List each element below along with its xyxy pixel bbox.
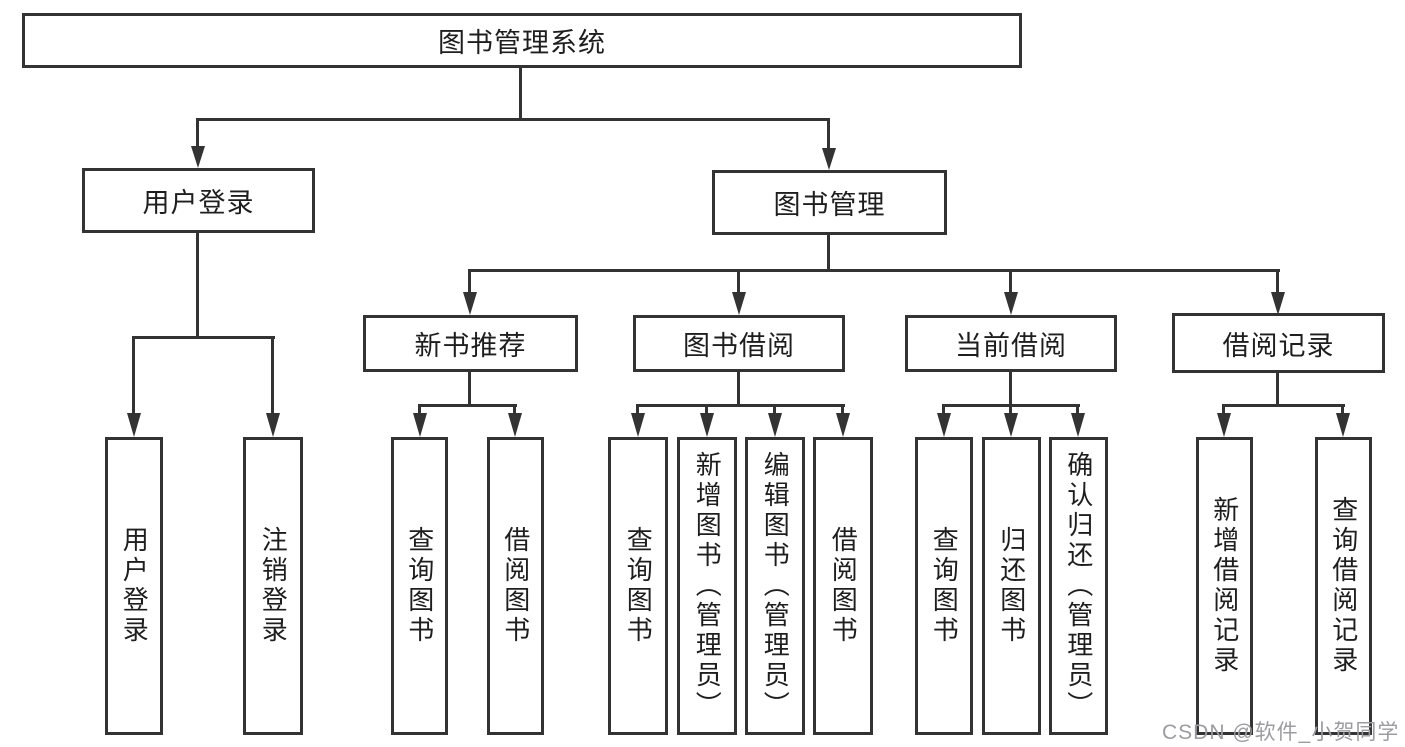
connector-line <box>133 336 275 339</box>
leaf-query-borrow-record: 查询借阅记录 <box>1315 437 1372 735</box>
connector-line <box>1009 404 1012 414</box>
node-borrowing-records-label: 借阅记录 <box>1222 330 1335 361</box>
node-new-book-recommend: 新书推荐 <box>363 315 578 372</box>
node-new-book-recommend-label: 新书推荐 <box>414 331 527 361</box>
connector-line <box>1222 404 1225 414</box>
connector-line <box>942 404 945 414</box>
connector-line <box>841 404 844 414</box>
leaf-query-borrow-record-label: 查询借阅记录 <box>1328 496 1359 676</box>
leaf-add-book-admin-label: 新增图书（管理员） <box>692 451 723 721</box>
connector-line <box>519 68 522 121</box>
node-book-borrowing: 图书借阅 <box>633 315 845 372</box>
arrowhead-down-icon <box>127 413 141 437</box>
connector-line <box>197 118 830 121</box>
arrowhead-down-icon <box>1336 413 1350 437</box>
csdn-watermark: CSDN @软件_小贺同学 <box>1162 721 1400 744</box>
leaf-return-book-label: 归还图书 <box>996 526 1027 646</box>
connector-line <box>637 404 845 407</box>
leaf-return-book: 归还图书 <box>982 437 1041 735</box>
node-borrowing-records: 借阅记录 <box>1172 313 1385 373</box>
leaf-add-borrow-record-label: 新增借阅记录 <box>1209 496 1240 676</box>
connector-line <box>1076 404 1079 414</box>
connector-line <box>468 269 471 293</box>
arrowhead-down-icon <box>1217 413 1231 437</box>
leaf-add-book-admin: 新增图书（管理员） <box>677 437 737 735</box>
leaf-query-books-2-label: 查询图书 <box>623 526 654 646</box>
connector-line <box>1009 269 1012 293</box>
connector-line <box>827 118 830 150</box>
connector-line <box>1276 373 1279 406</box>
node-book-management-label: 图书管理 <box>773 190 886 220</box>
node-user-login: 用户登录 <box>82 168 315 233</box>
node-user-login-label: 用户登录 <box>142 188 255 218</box>
node-root: 图书管理系统 <box>22 13 1022 68</box>
leaf-logout-label: 注销登录 <box>258 526 289 646</box>
leaf-borrow-books-1-label: 借阅图书 <box>500 526 531 646</box>
connector-line <box>636 404 639 414</box>
arrowhead-down-icon <box>413 413 427 437</box>
node-book-borrowing-label: 图书借阅 <box>683 331 795 361</box>
arrowhead-down-icon <box>1271 292 1285 315</box>
leaf-user-login: 用户登录 <box>105 437 163 735</box>
arrowhead-down-icon <box>1071 413 1085 437</box>
leaf-edit-book-admin: 编辑图书（管理员） <box>745 437 805 735</box>
leaf-borrow-books-2: 借阅图书 <box>813 437 873 735</box>
leaf-borrow-books-1: 借阅图书 <box>487 437 544 735</box>
connector-line <box>418 404 421 414</box>
arrowhead-down-icon <box>1004 292 1018 315</box>
connector-line <box>737 269 740 293</box>
arrowhead-down-icon <box>937 413 951 437</box>
connector-line <box>469 269 1280 272</box>
leaf-logout: 注销登录 <box>243 437 303 735</box>
leaf-confirm-return-admin-label: 确认归还（管理员） <box>1063 451 1094 721</box>
arrowhead-down-icon <box>191 146 205 168</box>
arrowhead-down-icon <box>463 292 477 315</box>
leaf-add-borrow-record: 新增借阅记录 <box>1196 437 1253 735</box>
connector-line <box>468 372 471 406</box>
arrowhead-down-icon <box>1004 413 1018 437</box>
arrowhead-down-icon <box>508 413 522 437</box>
node-current-borrowing: 当前借阅 <box>905 315 1117 372</box>
leaf-query-books-1-label: 查询图书 <box>404 526 435 646</box>
leaf-borrow-books-2-label: 借阅图书 <box>828 526 859 646</box>
connector-line <box>773 404 776 414</box>
node-root-label: 图书管理系统 <box>438 28 606 58</box>
connector-line <box>196 233 199 338</box>
arrowhead-down-icon <box>822 148 836 170</box>
connector-line <box>271 336 274 414</box>
leaf-query-books-2: 查询图书 <box>608 437 668 735</box>
connector-line <box>1223 404 1345 407</box>
connector-line <box>1276 269 1279 293</box>
leaf-user-login-label: 用户登录 <box>119 526 150 646</box>
connector-line <box>1341 404 1344 414</box>
leaf-query-books-1: 查询图书 <box>391 437 448 735</box>
connector-line <box>827 235 830 271</box>
connector-line <box>737 372 740 406</box>
arrowhead-down-icon <box>631 413 645 437</box>
connector-line <box>419 404 517 407</box>
arrowhead-down-icon <box>700 413 714 437</box>
arrowhead-down-icon <box>768 413 782 437</box>
arrowhead-down-icon <box>266 413 280 437</box>
connector-line <box>196 118 199 148</box>
connector-line <box>705 404 708 414</box>
node-book-management: 图书管理 <box>712 170 947 235</box>
connector-line <box>132 336 135 414</box>
leaf-confirm-return-admin: 确认归还（管理员） <box>1049 437 1108 735</box>
leaf-query-books-3: 查询图书 <box>915 437 973 735</box>
node-current-borrowing-label: 当前借阅 <box>955 331 1067 361</box>
connector-line <box>1009 372 1012 406</box>
leaf-query-books-3-label: 查询图书 <box>929 526 960 646</box>
connector-line <box>513 404 516 414</box>
arrowhead-down-icon <box>836 413 850 437</box>
leaf-edit-book-admin-label: 编辑图书（管理员） <box>760 451 791 721</box>
arrowhead-down-icon <box>732 292 746 315</box>
